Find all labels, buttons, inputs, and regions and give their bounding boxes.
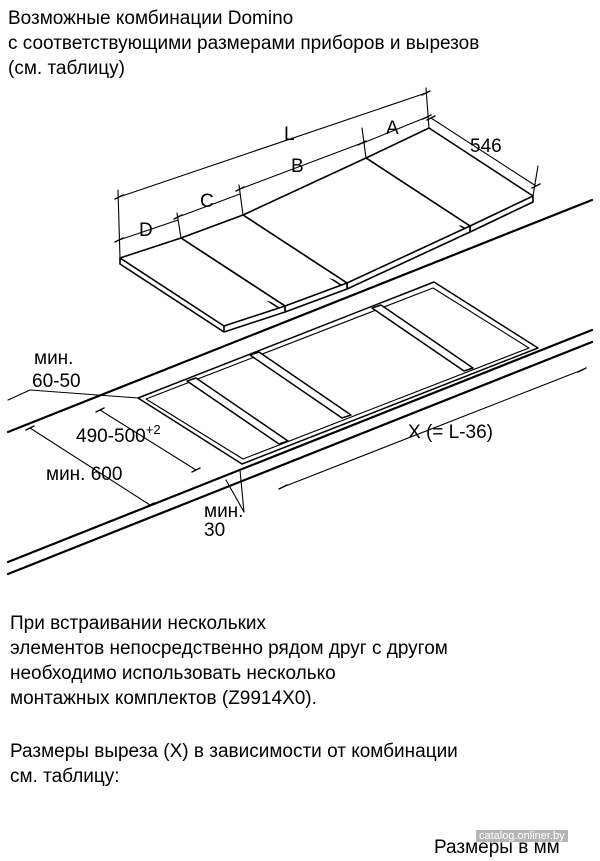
dimension-line-b [239, 142, 363, 190]
mounting-bar-1 [186, 377, 289, 445]
label-min: мин. [34, 348, 73, 369]
label-b: B [291, 156, 304, 177]
note-line-2: элементов непосредственно рядом друг с д… [10, 638, 448, 659]
dimension-line-546 [430, 117, 537, 187]
label-min-short: мин. [204, 501, 243, 522]
cutout-inner-outline [145, 287, 530, 460]
units-caption: Размеры в мм [434, 837, 560, 858]
label-cutout-tolerance: +2 [146, 422, 161, 437]
label-d: D [139, 220, 153, 241]
label-l: L [284, 124, 295, 145]
installation-diagram: L A B C D 546 мин. 60-50 490-500+2 мин. … [6, 87, 594, 576]
worktop-cutout [137, 281, 539, 465]
dimension-line-a [362, 116, 428, 144]
heading-line-3: (см. таблицу) [8, 58, 125, 79]
dimension-line-c [177, 193, 241, 218]
mounting-bar-3 [371, 304, 474, 372]
dimension-line-min-600 [29, 427, 151, 506]
worktop [6, 198, 594, 576]
cutout-outline [137, 281, 539, 465]
label-depth-546: 546 [470, 136, 502, 157]
note-line-4: монтажных комплектов (Z9914X0). [10, 688, 317, 709]
label-min-30: 30 [204, 520, 225, 541]
label-min-range: 60-50 [32, 371, 81, 392]
cutout-note: Размеры выреза (X) в зависимости от комб… [10, 739, 458, 789]
cutout-note-line-2: см. таблицу: [10, 766, 120, 787]
label-c: C [200, 191, 214, 212]
note-line-1: При встраивании нескольких [10, 613, 267, 634]
label-a: A [386, 118, 399, 139]
dimension-line-x [282, 369, 583, 488]
installation-note: При встраивании нескольких элементов неп… [10, 611, 448, 711]
heading-line-1: Возможные комбинации Domino [8, 8, 294, 29]
top-dimensions [114, 87, 541, 259]
hob-module-b [242, 157, 471, 290]
label-cutout-width: X (= L-36) [408, 422, 493, 443]
label-min-600: мин. 600 [46, 464, 122, 485]
cutout-note-line-1: Размеры выреза (X) в зависимости от комб… [10, 741, 458, 762]
diagram-heading: Возможные комбинации Domino с соответств… [8, 6, 479, 81]
cutout-dimensions [7, 367, 587, 513]
hob-modules [119, 127, 534, 333]
dimension-line-l [118, 92, 427, 198]
note-line-3: необходимо использовать несколько [10, 663, 336, 684]
hob-module-d [119, 237, 286, 333]
dimension-line-d [118, 219, 179, 241]
mounting-bar-2 [249, 351, 352, 419]
watermark: catalog.onliner.by [476, 830, 568, 842]
heading-line-2: с соответствующими размерами приборов и … [8, 33, 480, 54]
dimension-line-490-500 [99, 409, 197, 471]
label-cutout-depth-value: 490-500 [76, 426, 146, 447]
dimension-line-min-30 [225, 479, 245, 513]
label-cutout-depth: 490-500+2 [76, 422, 161, 447]
